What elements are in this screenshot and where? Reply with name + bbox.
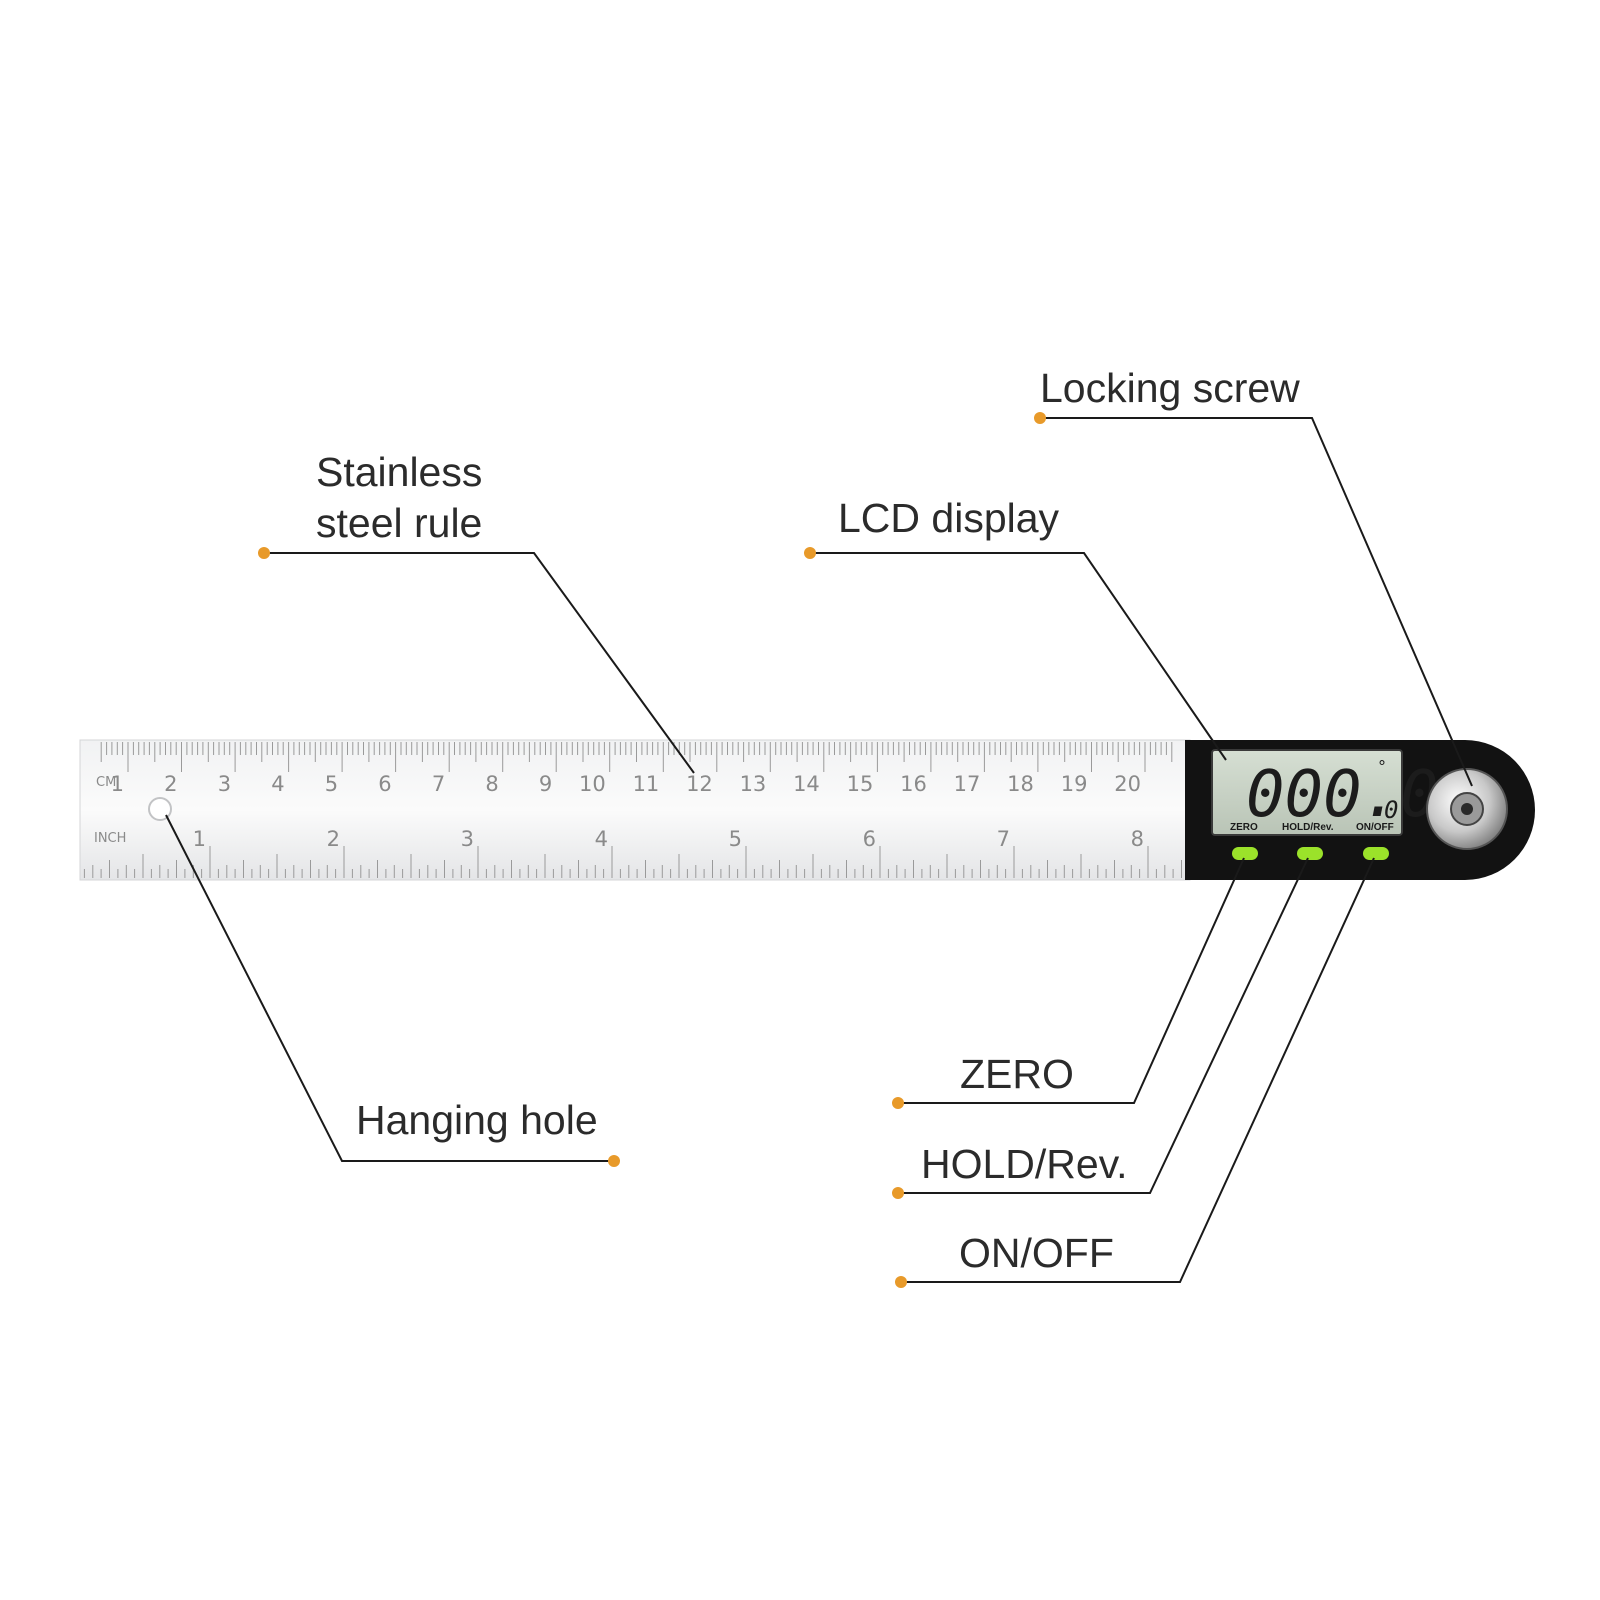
lcd-small-digit: 0 bbox=[1384, 796, 1398, 824]
cm-number: 13 bbox=[740, 772, 767, 796]
hold-rev-button[interactable] bbox=[1297, 847, 1323, 860]
inch-number: 2 bbox=[327, 827, 340, 851]
cm-number: 18 bbox=[1007, 772, 1034, 796]
leader-lcd-display bbox=[810, 552, 1227, 761]
label-stainless-line1: Stainless bbox=[316, 449, 482, 495]
inch-number: 3 bbox=[461, 827, 474, 851]
cm-number: 20 bbox=[1114, 772, 1141, 796]
cm-number: 17 bbox=[954, 772, 981, 796]
label-locking-screw: Locking screw bbox=[1040, 365, 1300, 411]
leader-steel-rule bbox=[264, 552, 695, 774]
lcd-degree-symbol: ° bbox=[1378, 757, 1386, 776]
inch-number: 7 bbox=[997, 827, 1010, 851]
cm-number: 3 bbox=[218, 772, 231, 796]
lcd-label-onoff: ON/OFF bbox=[1356, 822, 1394, 833]
screw-head-icon bbox=[1461, 803, 1473, 815]
dot-steel-rule bbox=[258, 547, 270, 559]
cm-number: 15 bbox=[847, 772, 874, 796]
cm-number: 12 bbox=[686, 772, 713, 796]
cm-unit-label: CM bbox=[96, 775, 116, 790]
leader-on-off bbox=[901, 857, 1375, 1283]
cm-number: 11 bbox=[633, 772, 660, 796]
inch-number: 4 bbox=[595, 827, 608, 851]
cm-number: 6 bbox=[378, 772, 391, 796]
cm-number: 4 bbox=[271, 772, 284, 796]
dot-hold-rev bbox=[892, 1187, 904, 1199]
inch-number: 5 bbox=[729, 827, 742, 851]
dot-lcd-display bbox=[804, 547, 816, 559]
leader-hanging-hole bbox=[165, 814, 614, 1162]
hanging-hole bbox=[148, 797, 172, 821]
inch-number: 6 bbox=[863, 827, 876, 851]
label-on-off: ON/OFF bbox=[959, 1230, 1114, 1276]
cm-number: 7 bbox=[432, 772, 445, 796]
cm-number: 14 bbox=[793, 772, 820, 796]
locking-screw[interactable] bbox=[1426, 768, 1508, 850]
leader-zero bbox=[898, 857, 1245, 1104]
label-zero: ZERO bbox=[960, 1051, 1074, 1097]
zero-button[interactable] bbox=[1232, 847, 1258, 860]
on-off-button[interactable] bbox=[1363, 847, 1389, 860]
dot-locking-screw bbox=[1034, 412, 1046, 424]
inch-number-labels: 1 2 3 4 5 6 7 8 bbox=[193, 827, 1144, 851]
cm-number: 19 bbox=[1061, 772, 1088, 796]
inch-number: 1 bbox=[193, 827, 206, 851]
label-stainless-line2: steel rule bbox=[316, 500, 482, 546]
dot-zero bbox=[892, 1097, 904, 1109]
lcd-label-hold: HOLD/Rev. bbox=[1282, 822, 1334, 833]
leader-hold-rev bbox=[898, 857, 1309, 1194]
lcd-label-zero: ZERO bbox=[1230, 822, 1258, 833]
cm-number: 1 bbox=[111, 772, 124, 796]
cm-number: 9 bbox=[539, 772, 552, 796]
callout-labels: Locking screw Stainless steel rule LCD d… bbox=[316, 365, 1300, 1276]
dot-on-off bbox=[895, 1276, 907, 1288]
lcd-display bbox=[1211, 749, 1403, 836]
lcd-reading: 000.0 bbox=[1246, 758, 1439, 832]
inch-tick-marks bbox=[83, 846, 1182, 878]
label-hanging-hole: Hanging hole bbox=[356, 1097, 598, 1143]
label-hold-rev: HOLD/Rev. bbox=[921, 1141, 1128, 1187]
inch-number: 8 bbox=[1131, 827, 1144, 851]
label-lcd-display: LCD display bbox=[838, 495, 1060, 541]
cm-number: 5 bbox=[325, 772, 338, 796]
cm-number: 16 bbox=[900, 772, 927, 796]
cm-number: 2 bbox=[164, 772, 177, 796]
cm-tick-marks bbox=[100, 742, 1173, 772]
digital-protractor-head: 000.0 ° 0 ZERO HOLD/Rev. ON/OFF bbox=[1185, 740, 1535, 880]
leader-lines bbox=[165, 412, 1473, 1288]
cm-number: 8 bbox=[485, 772, 498, 796]
dot-hanging-hole bbox=[608, 1155, 620, 1167]
cm-number: 10 bbox=[579, 772, 606, 796]
leader-locking-screw bbox=[1040, 417, 1473, 787]
inch-unit-label: INCH bbox=[94, 831, 126, 846]
